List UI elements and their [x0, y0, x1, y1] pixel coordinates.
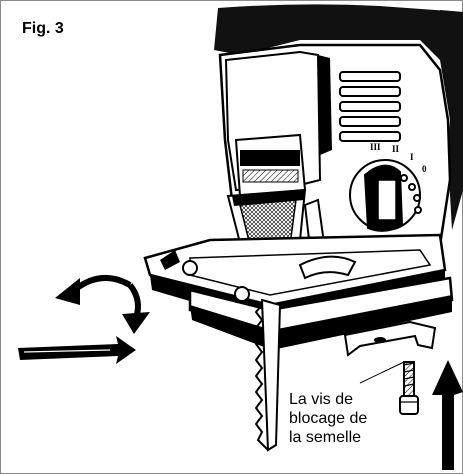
svg-text:III: III — [370, 142, 381, 152]
orbital-dial — [349, 159, 422, 232]
vent-slots — [339, 71, 401, 142]
push-arrow-up-icon — [432, 360, 463, 470]
callout-line-3: la semelle — [289, 429, 362, 446]
svg-text:I: I — [410, 152, 414, 162]
rotate-arrows-icon — [55, 274, 150, 334]
callout-label: La vis de blocage de la semelle — [289, 390, 409, 447]
svg-text:0: 0 — [422, 164, 427, 174]
saw-blade — [254, 298, 282, 452]
locking-screw-icon — [399, 361, 419, 415]
clamp-plate-icon — [343, 320, 437, 357]
callout-line-1: La vis de — [289, 391, 354, 408]
tool-top-body — [214, 4, 463, 166]
callout-line-2: blocage de — [289, 410, 368, 427]
svg-text:II: II — [392, 144, 400, 154]
figure-title: Fig. 3 — [22, 20, 64, 37]
push-arrow-left-icon — [18, 336, 136, 364]
